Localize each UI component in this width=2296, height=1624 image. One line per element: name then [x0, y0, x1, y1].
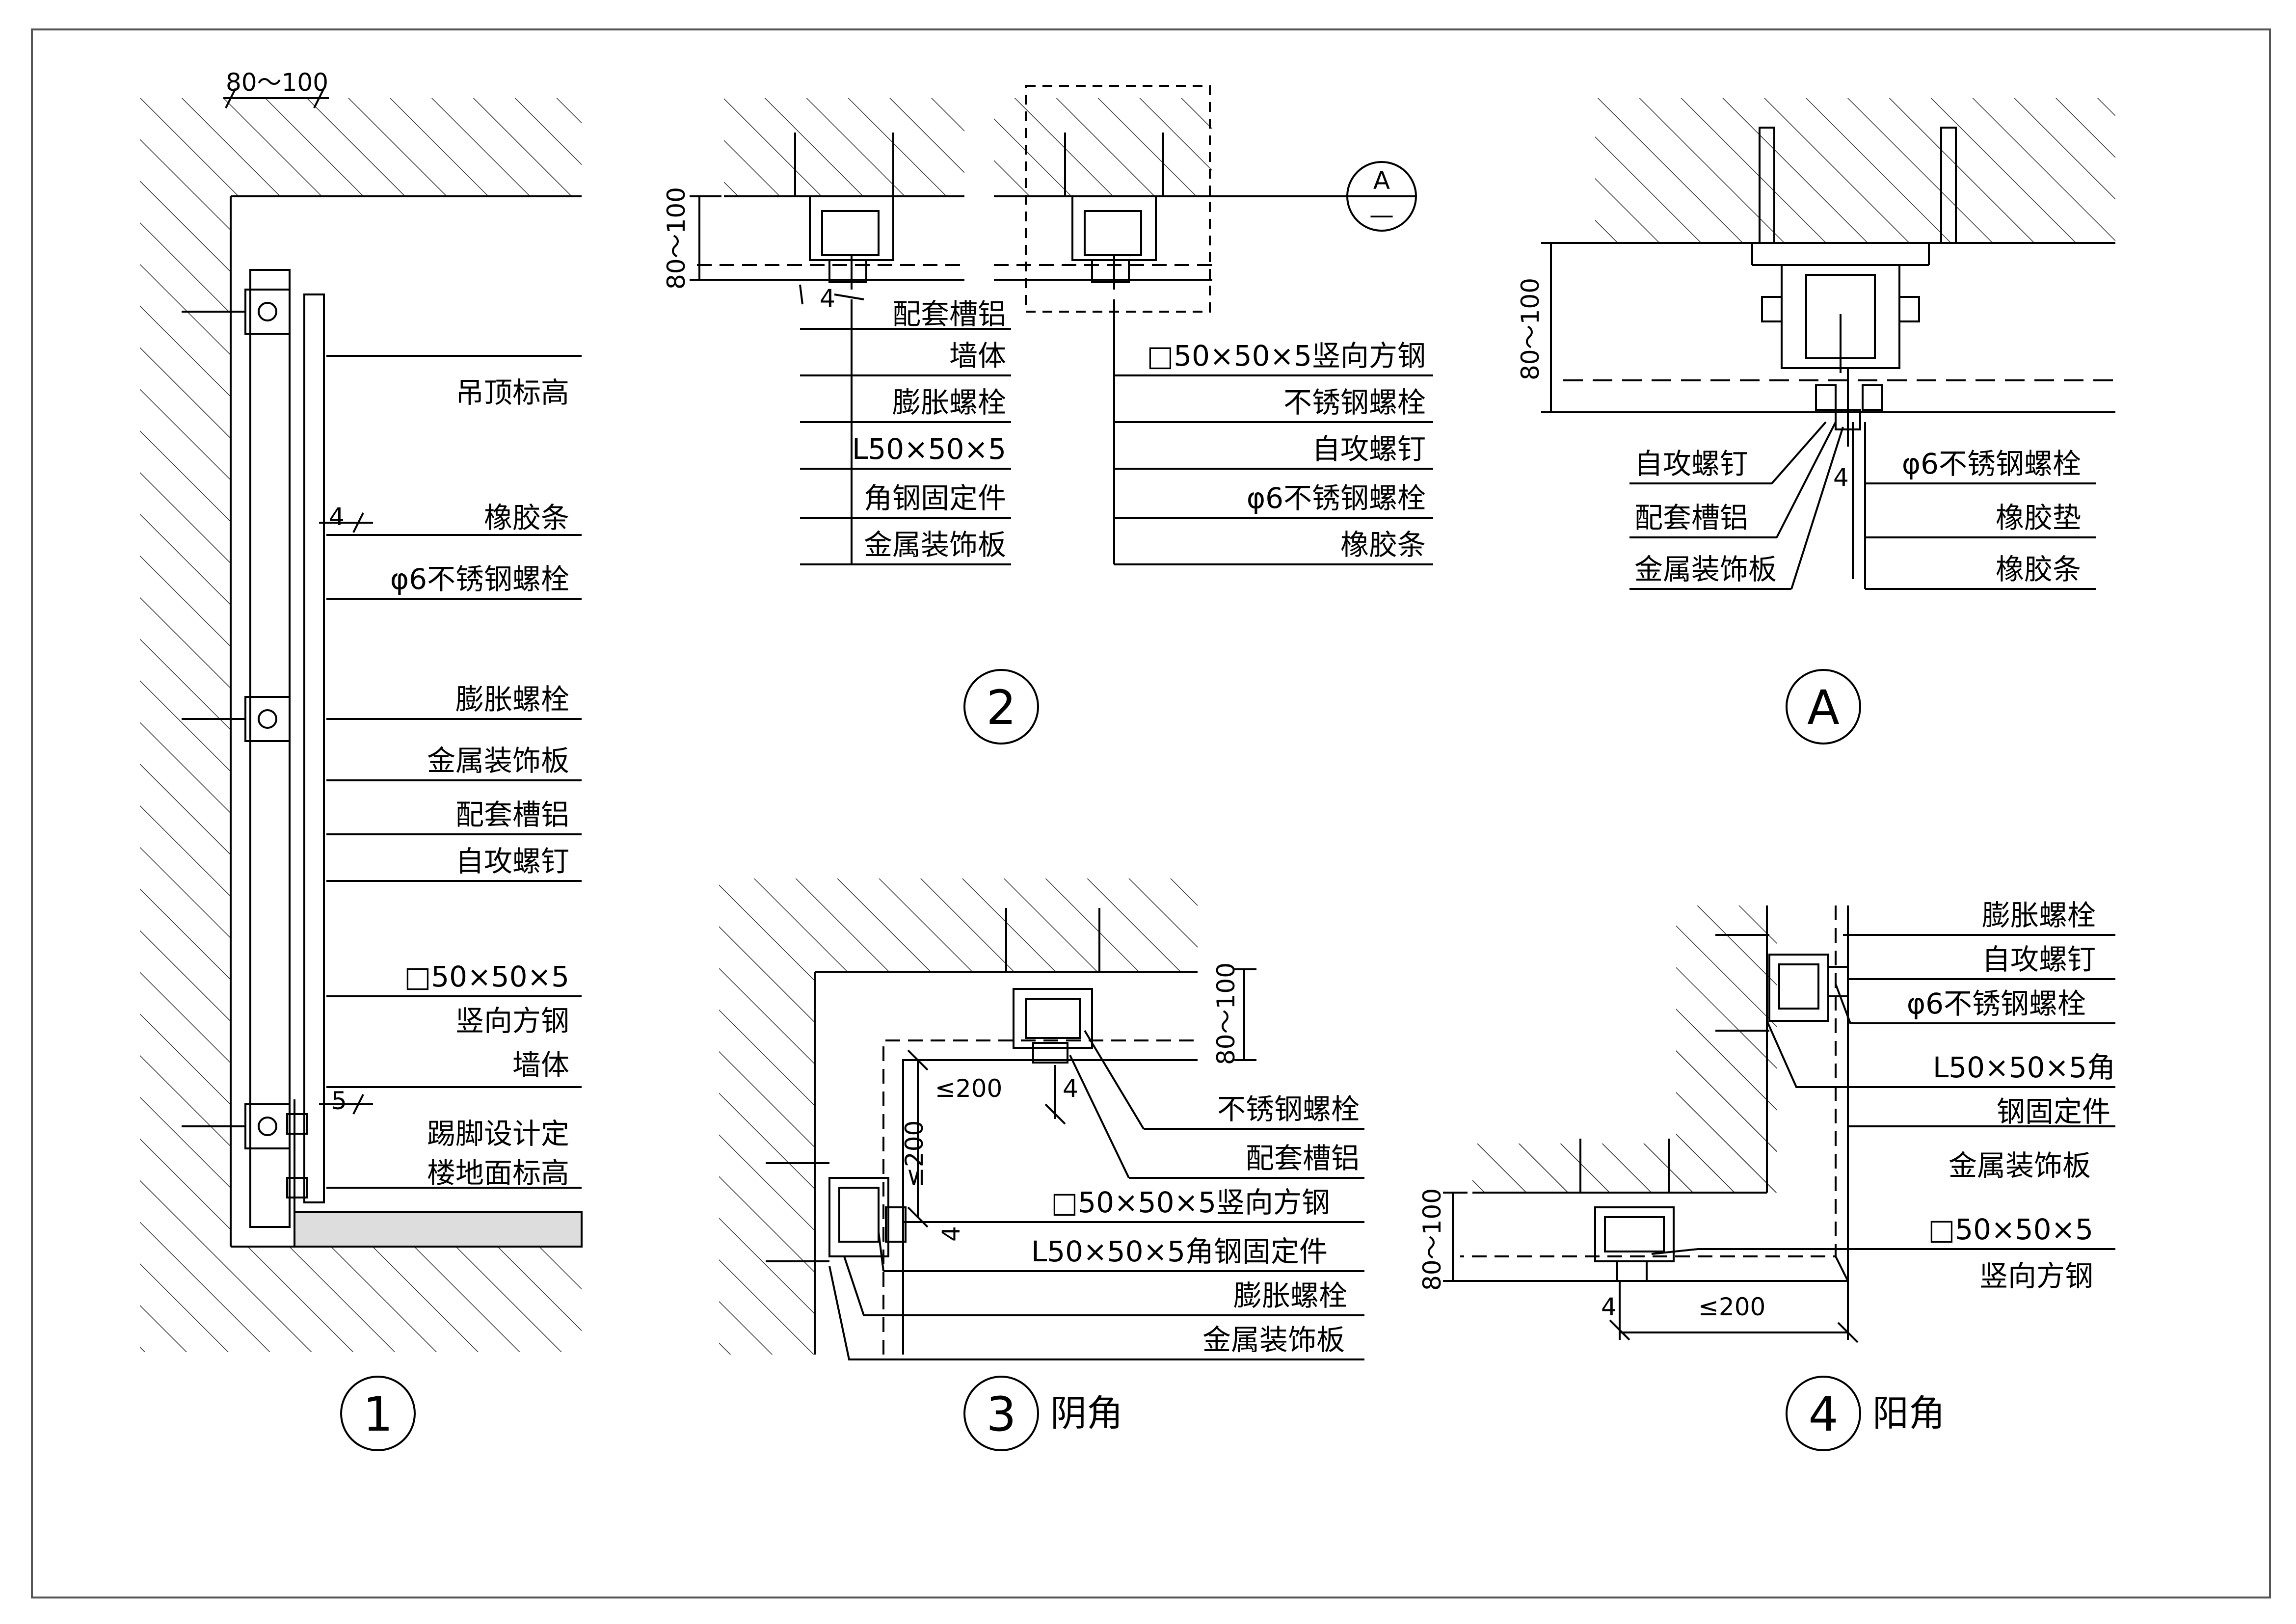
- d1-label-wall: 墙体: [512, 1048, 569, 1082]
- d4-label-angle-steel: L50×50×5角: [1933, 1051, 2115, 1084]
- wall-1: [140, 196, 231, 1352]
- dA-number: A: [1807, 680, 1840, 735]
- d2-label-phi6-bolt: φ6不锈钢螺栓: [1247, 481, 1426, 515]
- dA-label-metal-panel: 金属装饰板: [1634, 553, 1777, 586]
- d3-label-square-tube: □50×50×5竖向方钢: [1051, 1186, 1330, 1219]
- d3-caption: 阴角: [1050, 1392, 1123, 1435]
- d2-label-aluminum-channel: 配套槽铝: [892, 297, 1006, 331]
- slab-2-right: [994, 98, 1212, 196]
- dA-number-circle: [1786, 669, 1861, 745]
- d2-dim-gap: 4: [820, 284, 835, 313]
- dA-labels-left: 自攻螺钉 配套槽铝 金属装饰板: [1634, 447, 1777, 586]
- d4-number: 4: [1808, 1387, 1838, 1442]
- d1-label-floor-level: 楼地面标高: [427, 1156, 569, 1190]
- d2-label-rubber-strip: 橡胶条: [1340, 528, 1426, 561]
- d1-label-rubber-strip: 橡胶条: [484, 501, 569, 534]
- d4-label-square-tube: □50×50×5: [1928, 1213, 2093, 1246]
- d2-label-angle-fixing: 角钢固定件: [864, 481, 1006, 515]
- dA-label-phi6-bolt: φ6不锈钢螺栓: [1902, 447, 2081, 480]
- dA-label-rubber-pad: 橡胶垫: [1996, 501, 2081, 534]
- d2-labels-right: □50×50×5竖向方钢 不锈钢螺栓 自攻螺钉 φ6不锈钢螺栓 橡胶条: [1147, 339, 1426, 561]
- floor-1: [231, 1247, 582, 1352]
- d3-label-aluminum-channel: 配套槽铝: [1246, 1142, 1360, 1175]
- d1-label-stainless-bolt: φ6不锈钢螺栓: [390, 562, 569, 596]
- wall-4-lower: [1472, 1144, 1777, 1193]
- d1-label-expansion-bolt: 膨胀螺栓: [455, 683, 569, 716]
- d1-number-circle: [340, 1376, 416, 1451]
- d4-caption: 阳角: [1872, 1392, 1945, 1435]
- d2-label-metal-panel: 金属装饰板: [864, 528, 1006, 561]
- d1-dim-top: 80～100: [226, 68, 328, 97]
- dA-labels-right: φ6不锈钢螺栓 橡胶垫 橡胶条: [1902, 447, 2081, 586]
- d1-labels: 吊顶标高 橡胶条 φ6不锈钢螺栓 膨胀螺栓 金属装饰板 配套槽铝 自攻螺钉 □5…: [390, 376, 569, 1190]
- detail-4: [1443, 905, 2115, 1343]
- dA-dim-height: 80～100: [1516, 278, 1545, 380]
- d4-labels: 膨胀螺栓 自攻螺钉 φ6不锈钢螺栓 L50×50×5角 钢固定件 金属装饰板 □…: [1907, 899, 2115, 1293]
- d3-dim-b: ≤200: [900, 1120, 929, 1188]
- d2-number-circle: [963, 669, 1039, 745]
- d4-dim-gap: 4: [1601, 1293, 1617, 1321]
- d2-label-wall: 墙体: [949, 339, 1006, 373]
- d2-section-ref-sub: —: [1369, 201, 1394, 229]
- detail-2: [690, 85, 1433, 565]
- slab-top-1: [140, 98, 582, 196]
- d3-dim-gap-1: 4: [1063, 1074, 1078, 1103]
- d3-label-metal-panel: 金属装饰板: [1202, 1323, 1345, 1357]
- dA-label-aluminum-channel: 配套槽铝: [1634, 501, 1748, 534]
- d3-label-angle-fixing: L50×50×5角钢固定件: [1031, 1235, 1328, 1268]
- d3-dim-a: ≤200: [935, 1074, 1002, 1103]
- d3-number-circle: [963, 1376, 1039, 1451]
- detail-1: [140, 88, 583, 1352]
- d4-label-angle-fixing: 钢固定件: [1997, 1095, 2110, 1128]
- d4-dim-width: ≤200: [1698, 1293, 1765, 1321]
- d1-dim-gap-bottom: 5: [331, 1087, 347, 1115]
- d3-dim-height: 80～100: [1212, 962, 1240, 1065]
- d1-label-self-tapping-screw: 自攻螺钉: [455, 845, 569, 878]
- d2-labels-left: 配套槽铝 墙体 膨胀螺栓 L50×50×5 角钢固定件 金属装饰板: [852, 297, 1006, 561]
- dA-label-self-tapping-screw: 自攻螺钉: [1634, 447, 1748, 480]
- d4-label-self-tapping-screw: 自攻螺钉: [1982, 943, 2096, 976]
- d4-number-circle: [1786, 1376, 1861, 1451]
- slab-A: [1595, 98, 2115, 243]
- dA-label-rubber-strip: 橡胶条: [1996, 553, 2081, 586]
- d3-label-stainless-bolt: 不锈钢螺栓: [1217, 1092, 1360, 1126]
- d2-label-expansion-bolt: 膨胀螺栓: [892, 386, 1006, 419]
- detail-3: [719, 879, 1364, 1360]
- d1-label-square-tube: □50×50×5: [404, 960, 569, 993]
- d1-label-skirting: 踢脚设计定: [427, 1117, 569, 1150]
- d3-label-expansion-bolt: 膨胀螺栓: [1233, 1279, 1347, 1312]
- d2-label-square-tube: □50×50×5竖向方钢: [1147, 339, 1426, 373]
- d2-label-angle-steel: L50×50×5: [852, 432, 1006, 466]
- d3-dim-gap-2: 4: [937, 1226, 965, 1242]
- d4-label-phi6-bolt: φ6不锈钢螺栓: [1907, 987, 2086, 1020]
- d2-number: 2: [986, 680, 1016, 735]
- d3-labels: 不锈钢螺栓 配套槽铝 □50×50×5竖向方钢 L50×50×5角钢固定件 膨胀…: [1031, 1092, 1360, 1357]
- d1-label-aluminum-channel: 配套槽铝: [455, 798, 569, 831]
- d1-dim-gap-top: 4: [329, 503, 345, 531]
- d2-label-stainless-bolt: 不锈钢螺栓: [1283, 386, 1426, 419]
- d2-label-self-tapping-screw: 自攻螺钉: [1312, 432, 1426, 466]
- dA-dim-gap: 4: [1833, 463, 1849, 492]
- d4-label-vertical-steel: 竖向方钢: [1979, 1259, 2093, 1293]
- detail-A: [1541, 98, 2115, 590]
- sheet-border: [31, 28, 2271, 1598]
- d4-label-expansion-bolt: 膨胀螺栓: [1982, 899, 2096, 932]
- d2-section-ref: A: [1373, 166, 1390, 195]
- d4-dim-height: 80～100: [1418, 1188, 1446, 1291]
- d1-label-vertical-steel: 竖向方钢: [455, 1004, 569, 1038]
- d1-label-ceiling-level: 吊顶标高: [455, 376, 569, 409]
- d4-label-metal-panel: 金属装饰板: [1949, 1149, 2091, 1182]
- slab-3-top: [719, 879, 1198, 972]
- d3-number: 3: [986, 1387, 1016, 1442]
- d1-number: 1: [363, 1387, 393, 1442]
- slab-2-left: [724, 98, 964, 196]
- d1-label-metal-panel: 金属装饰板: [427, 744, 569, 777]
- d2-dim-height: 80～100: [662, 187, 691, 290]
